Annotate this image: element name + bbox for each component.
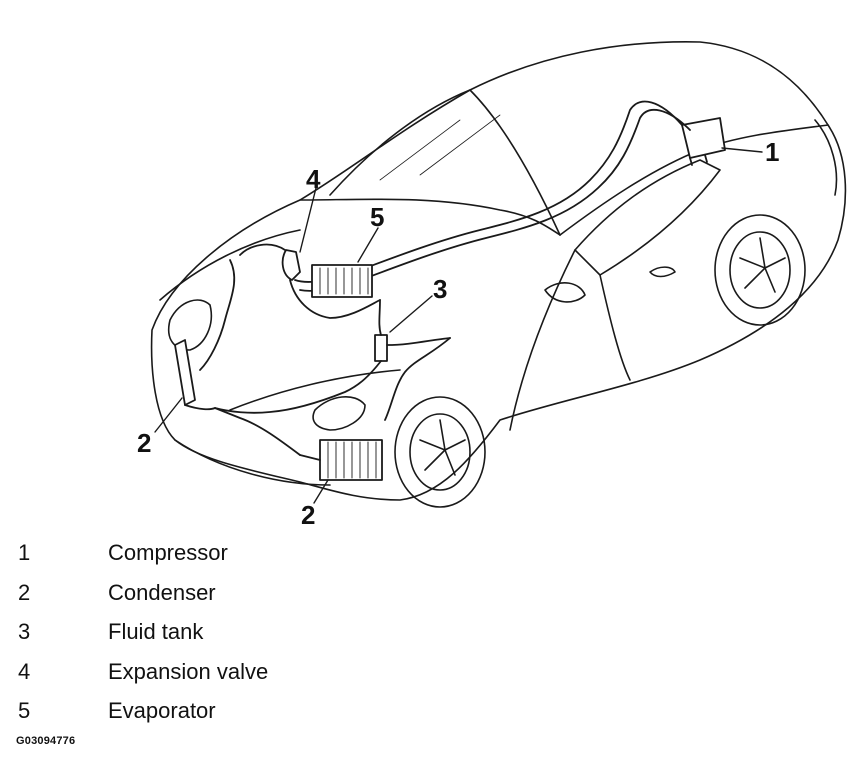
legend-number: 4 [18,658,31,684]
legend-item: 4 Expansion valve [0,652,865,692]
legend-item: 1 Compressor [0,533,865,573]
car-body [150,41,847,508]
ac-system [174,100,726,481]
legend-label: Condenser [108,579,216,605]
legend-label: Compressor [108,540,228,565]
legend-label: Expansion valve [108,658,269,684]
callout-3: 3 [433,274,447,304]
callout-2-bottom: 2 [301,500,315,530]
callout-4: 4 [306,164,321,194]
component-legend: 1 Compressor 2 Condenser 3 Fluid tank 4 … [0,533,865,731]
legend-label: Fluid tank [108,619,204,644]
legend-item: 5 Evaporator [0,691,865,731]
legend-number: 3 [18,619,31,644]
car-ac-system-diagram: 1 2 3 4 5 2 [137,41,847,530]
callout-5: 5 [370,202,384,232]
callout-1: 1 [765,137,779,167]
legend-number: 2 [18,579,31,605]
legend-label: Evaporator [108,698,216,723]
legend-item: 3 Fluid tank [0,612,865,652]
legend-item: 2 Condenser [0,573,865,613]
legend-number: 1 [18,540,31,565]
callout-2-left: 2 [137,428,151,458]
legend-number: 5 [18,698,31,723]
figure-id: G03094776 [16,735,76,747]
leader-lines [154,147,763,504]
